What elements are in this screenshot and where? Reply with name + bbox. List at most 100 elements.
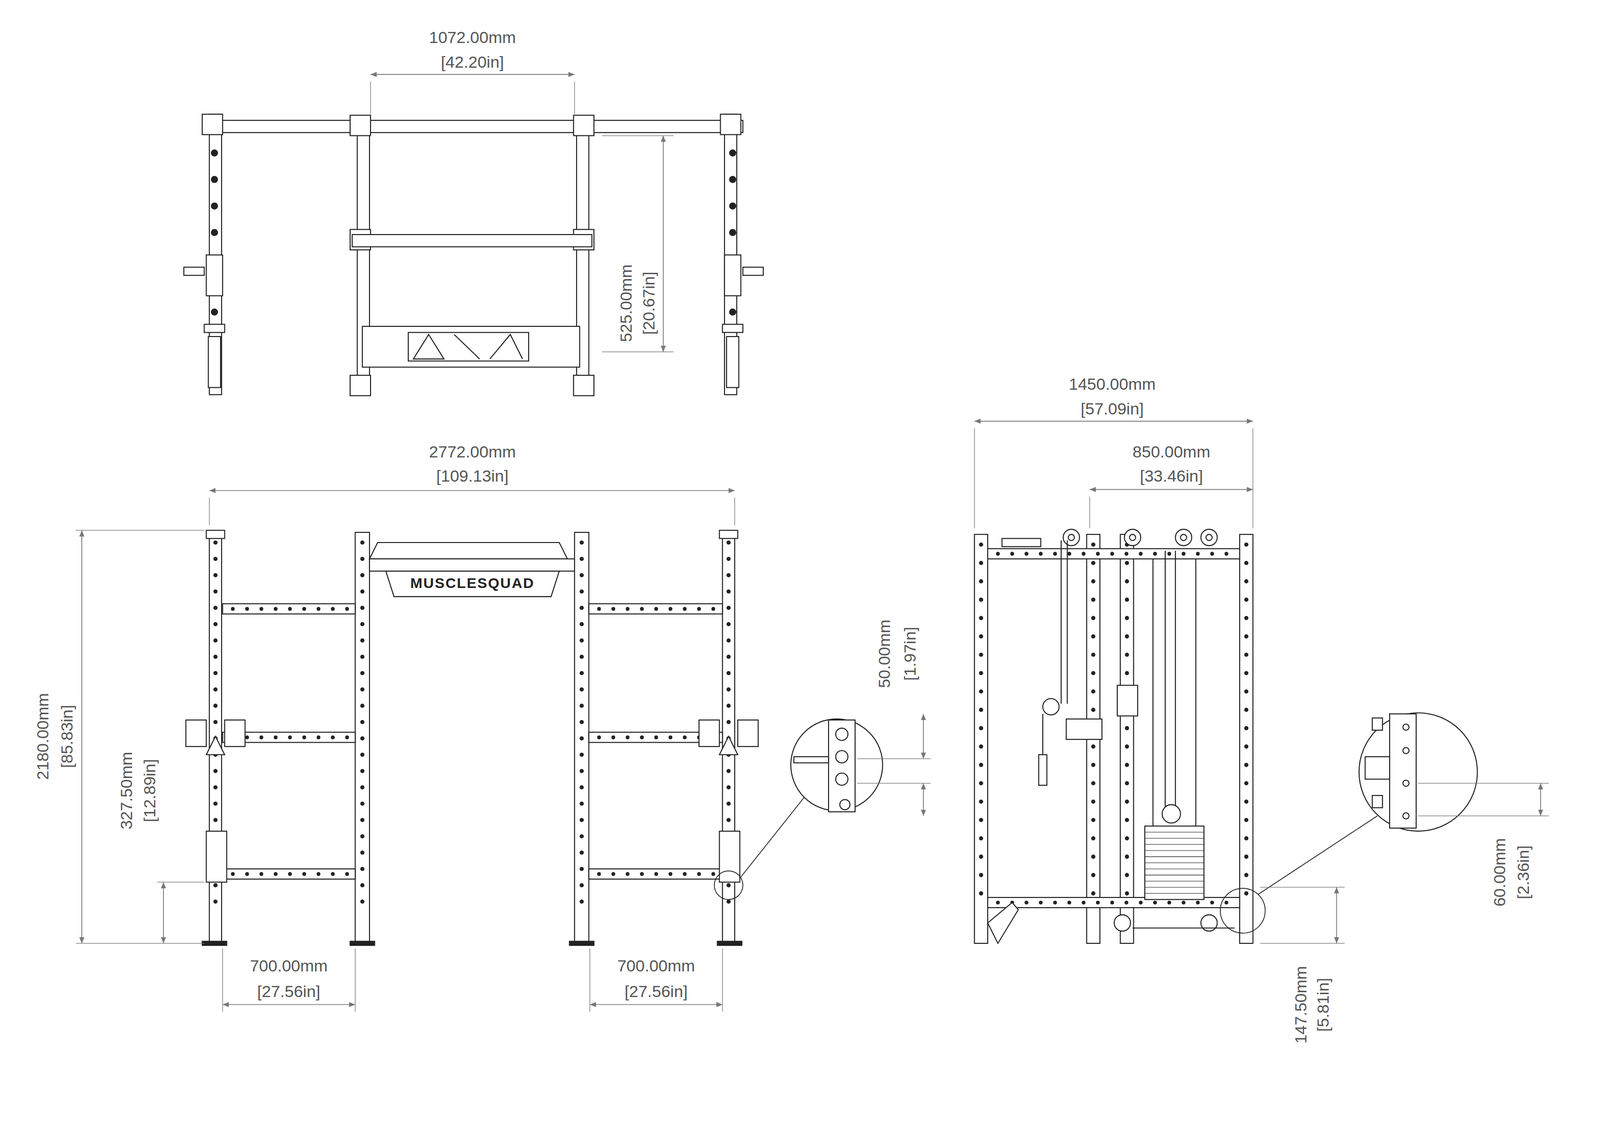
- hole: [979, 616, 984, 621]
- hole: [979, 652, 984, 657]
- line: [1252, 428, 1254, 529]
- hole: [213, 785, 218, 790]
- hole: [213, 801, 218, 806]
- drawing: [75, 72, 1550, 1013]
- frame-part: [1372, 718, 1383, 731]
- arrowhead: [209, 488, 735, 494]
- hole: [1091, 652, 1096, 657]
- line: [1258, 815, 1378, 895]
- hole: [316, 736, 321, 740]
- arrowhead: [222, 1002, 356, 1008]
- hole: [668, 607, 673, 611]
- hole: [579, 573, 584, 578]
- hole: [1096, 552, 1100, 556]
- hole: [360, 883, 365, 888]
- hole: [1053, 552, 1057, 556]
- hole: [1125, 836, 1129, 841]
- dimension-label: 2180.00mm: [33, 691, 52, 782]
- j-hook: [206, 736, 225, 756]
- foot-brace: [987, 903, 1019, 944]
- hole: [611, 607, 616, 611]
- hole: [231, 872, 235, 876]
- hole: [726, 704, 731, 709]
- hole: [625, 607, 630, 611]
- hole: [1244, 763, 1249, 768]
- line: [1336, 887, 1338, 944]
- hole: [1167, 901, 1171, 905]
- hole: [996, 901, 1000, 905]
- hole: [1125, 616, 1129, 621]
- line: [81, 530, 83, 944]
- hole: [579, 638, 584, 643]
- hole: [1175, 529, 1192, 547]
- frame-part: [724, 254, 741, 296]
- frame-part: [828, 720, 856, 813]
- hole: [579, 671, 584, 676]
- line: [1132, 927, 1235, 929]
- line: [222, 1004, 356, 1006]
- hole: [1244, 616, 1249, 621]
- hole: [726, 720, 731, 725]
- hole: [1110, 901, 1114, 905]
- hole: [345, 736, 349, 740]
- hole: [1244, 671, 1249, 676]
- hole: [1125, 579, 1129, 584]
- hole: [979, 726, 984, 731]
- hole: [1091, 579, 1096, 584]
- line: [370, 81, 371, 115]
- hole: [1125, 744, 1129, 749]
- line: [162, 882, 164, 944]
- hole: [1139, 552, 1143, 556]
- hole: [579, 606, 584, 610]
- hole: [726, 606, 731, 610]
- line: [589, 948, 591, 1012]
- hole: [1244, 597, 1249, 602]
- hole: [579, 818, 584, 823]
- frame-part: [1144, 826, 1204, 900]
- hole: [1125, 873, 1129, 878]
- hole: [979, 855, 984, 860]
- line: [857, 783, 931, 784]
- line: [663, 135, 665, 353]
- j-hook: [719, 736, 738, 756]
- dimension-label: 2772.00mm: [427, 443, 518, 461]
- hole: [211, 229, 218, 237]
- hole: [611, 872, 616, 876]
- arrowhead: [1538, 783, 1544, 816]
- hole: [302, 607, 307, 611]
- frame-part: [204, 324, 225, 333]
- hole: [654, 872, 658, 876]
- arrowhead: [79, 530, 85, 944]
- hole: [345, 607, 349, 611]
- hole: [1125, 561, 1129, 565]
- arrowhead: [660, 135, 667, 353]
- hole: [1063, 529, 1080, 547]
- hole: [360, 900, 365, 904]
- hole: [668, 736, 673, 740]
- line: [1418, 783, 1549, 784]
- hole: [360, 638, 365, 643]
- hole: [1091, 781, 1096, 786]
- hole: [726, 785, 731, 790]
- hole: [1125, 855, 1129, 860]
- hole: [1359, 712, 1478, 832]
- line: [734, 497, 735, 526]
- line: [1144, 862, 1204, 864]
- dimension-label: [85.83in]: [58, 703, 77, 770]
- dimension-label: [42.20in]: [439, 53, 506, 72]
- arrowhead: [920, 713, 927, 759]
- dimension-label: [1.97in]: [901, 625, 919, 683]
- hole: [1110, 552, 1114, 556]
- frame-part: [224, 720, 245, 747]
- hole: [211, 149, 218, 157]
- frame-part: [1239, 534, 1253, 944]
- hole: [579, 589, 584, 594]
- hole: [579, 883, 584, 888]
- hole: [979, 818, 984, 823]
- hole: [697, 607, 701, 611]
- line: [1089, 496, 1090, 529]
- hole: [729, 229, 736, 237]
- hole: [1081, 901, 1086, 905]
- frame-part: [185, 720, 207, 747]
